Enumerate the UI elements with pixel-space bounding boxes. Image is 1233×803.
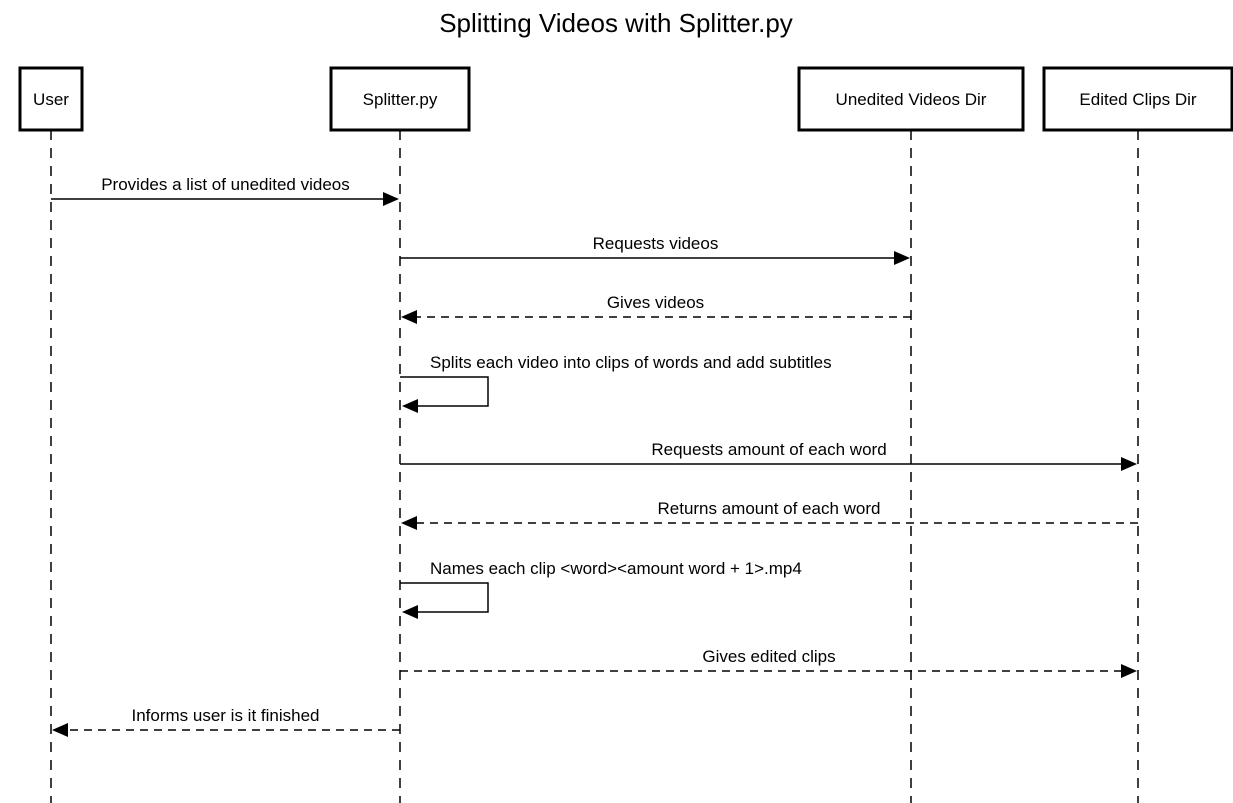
actor-label-edited: Edited Clips Dir: [1079, 90, 1196, 109]
diagram-title: Splitting Videos with Splitter.py: [439, 8, 793, 38]
actor-box-unedited: [797, 66, 1025, 132]
arrowhead-icon: [401, 516, 417, 530]
message-label: Splits each video into clips of words an…: [430, 353, 832, 372]
message-label: Requests videos: [593, 234, 719, 253]
self-message-arrow: [400, 376, 489, 407]
arrowhead-icon: [52, 723, 68, 737]
messages: Provides a list of unedited videosReques…: [51, 175, 1138, 737]
message-5: Requests amount of each word: [400, 440, 1137, 471]
message-3: Gives videos: [401, 293, 911, 324]
message-6: Returns amount of each word: [401, 499, 1138, 530]
message-label: Returns amount of each word: [657, 499, 880, 518]
message-4: Splits each video into clips of words an…: [400, 353, 832, 413]
arrowhead-icon: [383, 192, 399, 206]
message-label: Names each clip <word><amount word + 1>.…: [430, 559, 802, 578]
message-label: Informs user is it finished: [131, 706, 319, 725]
message-label: Gives edited clips: [702, 647, 835, 666]
actors: User Splitter.py Unedited Videos Dir Edited…: [18, 66, 1233, 132]
message-8: Gives edited clips: [400, 647, 1137, 678]
message-1: Provides a list of unedited videos: [51, 175, 399, 206]
message-label: Provides a list of unedited videos: [101, 175, 350, 194]
message-9: Informs user is it finished: [52, 706, 400, 737]
message-label: Requests amount of each word: [651, 440, 886, 459]
self-message-arrow: [400, 582, 489, 613]
actor-box-edited: [1042, 66, 1233, 132]
arrowhead-icon: [402, 399, 418, 413]
actor-box-user: [18, 66, 84, 132]
actor-box-splitter: [329, 66, 471, 132]
arrowhead-icon: [1121, 664, 1137, 678]
actor-label-user: User: [33, 90, 69, 109]
message-2: Requests videos: [400, 234, 910, 265]
message-7: Names each clip <word><amount word + 1>.…: [400, 559, 802, 619]
arrowhead-icon: [402, 605, 418, 619]
arrowhead-icon: [894, 251, 910, 265]
arrowhead-icon: [1121, 457, 1137, 471]
lifelines: [50, 130, 1139, 803]
actor-label-splitter: Splitter.py: [363, 90, 438, 109]
arrowhead-icon: [401, 310, 417, 324]
actor-label-unedited: Unedited Videos Dir: [836, 90, 987, 109]
message-label: Gives videos: [607, 293, 704, 312]
